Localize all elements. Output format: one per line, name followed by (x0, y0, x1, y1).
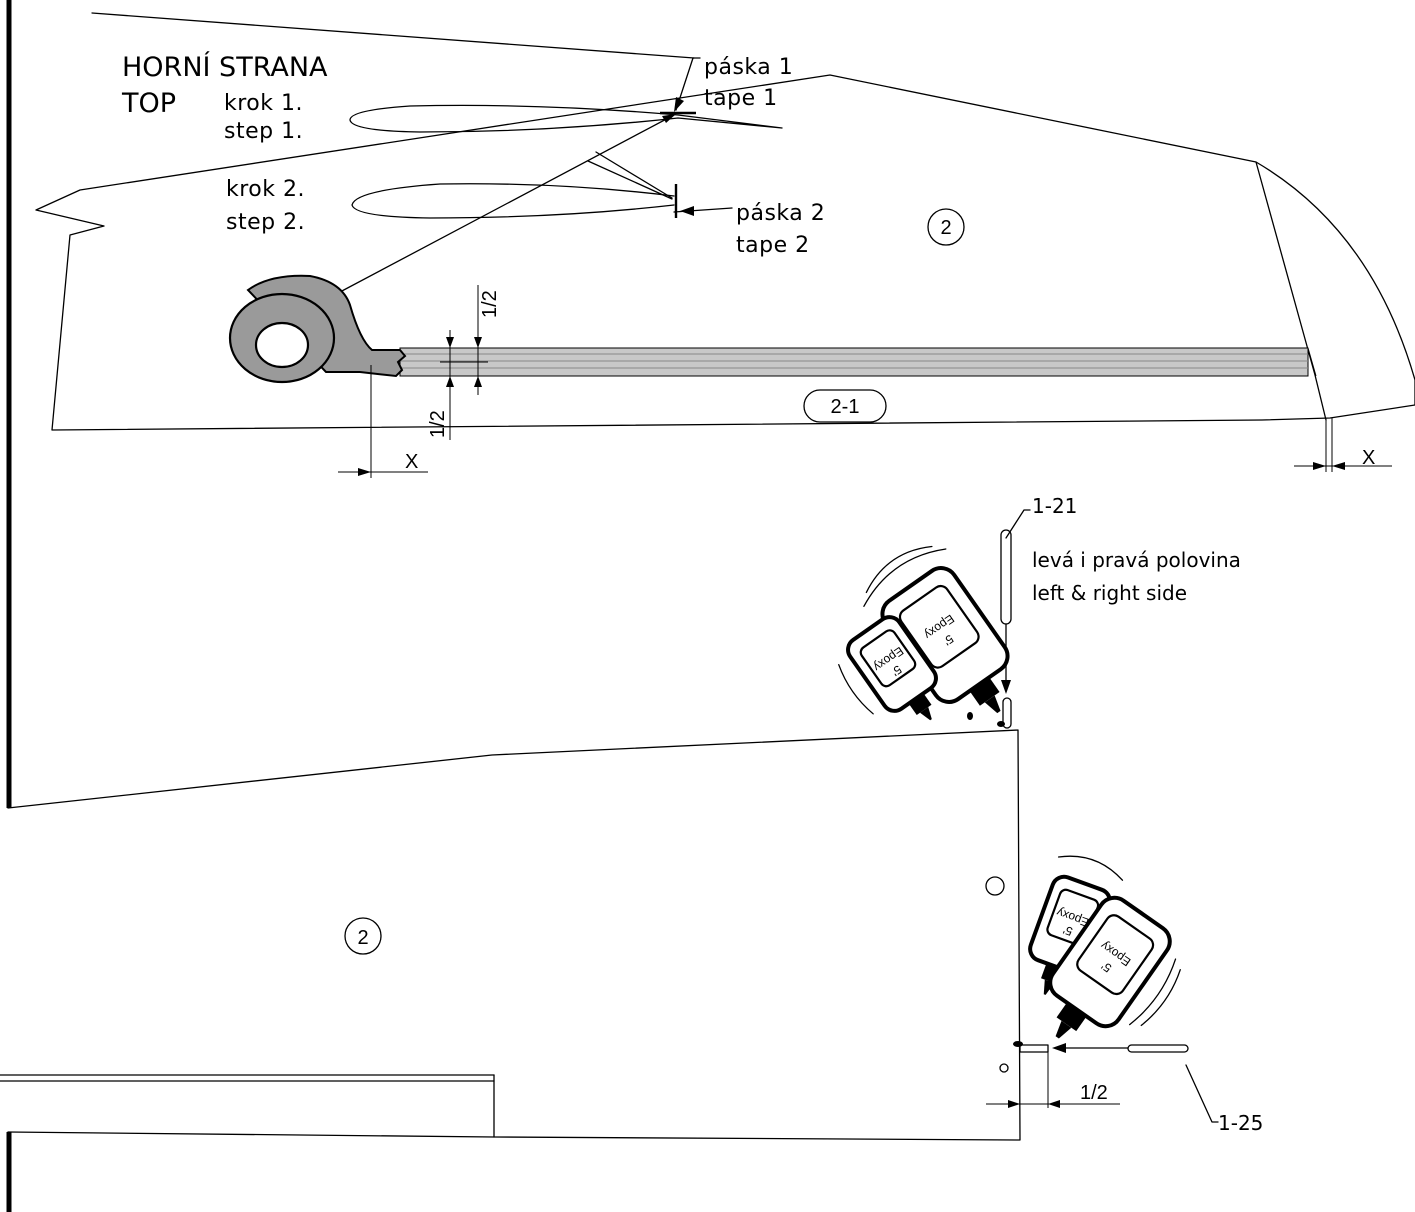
half-dim-arrow (446, 376, 454, 387)
glue-drop (997, 721, 1005, 727)
epoxy-bottle-large-bottom: Epoxy 5' (1048, 895, 1181, 1039)
pin-1-25-arrowhead (1052, 1043, 1066, 1053)
half-dim-arrow (446, 337, 454, 348)
part-label-lower: 2 (357, 927, 368, 949)
step2-en: step 2. (226, 210, 305, 235)
airfoil-step2 (351, 183, 675, 219)
step2-cz: krok 2. (226, 177, 305, 202)
part-bubble-upper (927, 208, 965, 246)
epoxy-bottle-large-top: Epoxy 5' (863, 545, 1010, 714)
roll-leader-arrowhead (662, 114, 676, 123)
tape2-flap-line-b (587, 160, 673, 200)
part-label-strip: 2-1 (831, 396, 860, 418)
tape-strip-end (1307, 347, 1317, 377)
x-dim-arrow (1313, 462, 1326, 470)
lower-panel-outline (7, 729, 1021, 1141)
pin-label-1-21: 1-21 (1032, 494, 1077, 518)
pin-1-25-leader (1185, 1064, 1219, 1123)
pin-1-21-arrowhead (1001, 680, 1011, 694)
x-dim-arrow (1332, 462, 1345, 470)
x-dim-arrow (358, 468, 371, 476)
tape-roll-core (254, 321, 310, 369)
step1-en: step 1. (224, 119, 303, 144)
airfoil-step1 (349, 104, 783, 133)
half-dim-arrow (1048, 1100, 1060, 1108)
pin-label-1-25: 1-25 (1218, 1111, 1263, 1135)
glue-drop (1013, 1041, 1023, 1047)
x-dim-label-right: X (1362, 447, 1375, 469)
half-dim-arrow (474, 376, 482, 387)
hole-large (985, 876, 1005, 896)
upper-panel-outline (35, 12, 1415, 431)
half-dim-label-c: 1/2 (1080, 1082, 1108, 1104)
pin-1-21-leader (1005, 509, 1031, 539)
part-label-upper: 2 (940, 217, 951, 239)
note-en: left & right side (1032, 581, 1187, 605)
half-dim-arrow (474, 337, 482, 348)
pin-1-25 (1127, 1044, 1189, 1053)
tape2-flap-line-a (595, 151, 673, 199)
tape-strip (399, 347, 1309, 377)
glue-drop (967, 712, 973, 720)
step1-cz: krok 1. (224, 91, 303, 116)
heading-cz: HORNÍ STRANA (122, 51, 328, 83)
note-cz: levá i pravá polovina (1032, 548, 1241, 572)
pin-1-25-installed (1019, 1044, 1049, 1053)
tape1-cz: páska 1 (704, 55, 793, 80)
roll-to-airfoil-leader (339, 114, 675, 293)
tape1-arrowhead (674, 97, 684, 112)
tape2-arrowhead (680, 206, 694, 216)
upper-panel-hinge-line (1255, 161, 1327, 421)
part-bubble-strip (803, 389, 887, 423)
half-dim-arrow (1008, 1100, 1020, 1108)
pin-1-21-installed (1002, 697, 1012, 729)
half-dim-label-a: 1/2 (479, 290, 501, 318)
tape1-en: tape 1 (704, 86, 778, 111)
hole-small (999, 1063, 1009, 1073)
tape1-leader (675, 57, 701, 111)
half-dim-label-b: 1/2 (427, 410, 449, 438)
heading-en: TOP (121, 88, 176, 119)
tape2-cz: páska 2 (736, 201, 825, 226)
pin-1-21 (1000, 529, 1012, 625)
tape2-en: tape 2 (736, 233, 810, 258)
epoxy-bottle-small-top: Epoxy 5' (838, 615, 938, 721)
epoxy-bottle-small-bottom: Epoxy 5' (1028, 855, 1124, 995)
x-dim-label-left: X (405, 451, 418, 473)
part-bubble-lower (344, 917, 382, 955)
